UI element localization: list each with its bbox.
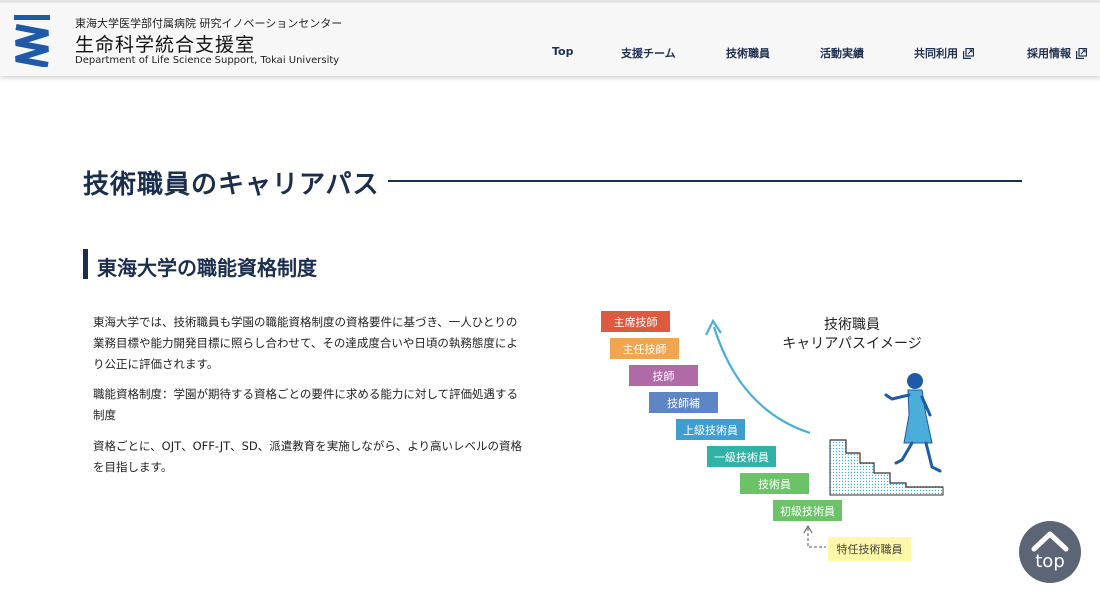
illustration-title-line2: キャリアパスイメージ [782,336,922,352]
title-divider [388,180,1022,182]
career-step-engineer: 技師 [629,365,698,386]
nav-label: 採用情報 [1027,47,1071,60]
career-step-junior-technician: 初級技術員 [773,500,842,521]
org-english-name: Department of Life Science Support, Toka… [75,55,340,66]
paragraph-evaluation: 東海大学では、技術職員も学園の職能資格制度の資格要件に基づき、一人ひとりの業務目… [93,315,518,371]
illustration-title: 技術職員 キャリアパスイメージ [772,316,932,354]
external-link-icon [1076,47,1087,59]
nav-label: Top [552,45,574,58]
career-step-first-class-technician: 一級技術員 [707,446,776,467]
career-step-assistant-engineer: 技師補 [649,392,718,413]
nav-activities[interactable]: 活動実績 [820,45,864,61]
nav-technical-staff[interactable]: 技術職員 [726,45,770,61]
nav-top[interactable]: Top [552,45,573,58]
nav-label: 支援チーム [621,47,676,60]
career-step-senior-technician: 上級技術員 [676,419,745,440]
career-step-chief-engineer: 主席技師 [601,311,670,332]
site-header: 東海大学医学部付属病院 研究イノベーションセンター 生命科学統合支援室 Depa… [0,0,1100,76]
back-to-top-label: top [1035,551,1065,572]
nav-recruitment[interactable]: 採用情報 [1027,45,1087,61]
section-title: 東海大学の職能資格制度 [97,256,317,280]
chevron-up-icon [1031,531,1069,552]
career-step-senior-engineer: 主任技師 [610,338,679,359]
nav-support-team[interactable]: 支援チーム [621,45,676,61]
back-to-top-button[interactable]: top [1019,521,1081,583]
career-step-technician: 技術員 [740,473,809,494]
nav-shared-use[interactable]: 共同利用 [914,45,974,61]
career-step-special-staff: 特任技術職員 [828,537,911,561]
illustration-title-line1: 技術職員 [824,317,880,333]
career-path-artwork [705,318,944,548]
org-title[interactable]: 生命科学統合支援室 [75,34,256,56]
university-logo-icon[interactable] [14,15,50,67]
nav-label: 技術職員 [726,47,770,60]
section-heading-bar [83,249,88,279]
nav-label: 共同利用 [914,47,958,60]
nav-label: 活動実績 [820,47,864,60]
paragraph-definition: 職能資格制度：学園が期待する資格ごとの要件に求める能力に対して評価処遇する制度 [93,387,519,422]
external-link-icon [963,47,974,59]
page-title: 技術職員のキャリアパス [83,170,380,200]
org-subtitle: 東海大学医学部付属病院 研究イノベーションセンター [75,17,343,30]
paragraph-training: 資格ごとに、OJT、OFF-JT、SD、派遣教育を実施しながら、より高いレベルの… [93,439,523,474]
